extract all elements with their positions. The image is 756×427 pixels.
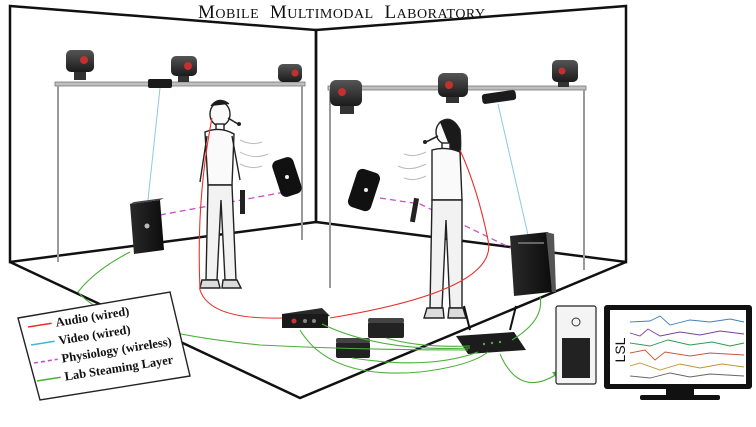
camera-icon <box>66 50 94 80</box>
legend: Audio (wired) Video (wired) Physiology (… <box>17 291 191 401</box>
pc-tower-icon <box>130 198 164 254</box>
converter-box-icon <box>336 338 370 358</box>
speaker-icon <box>272 157 302 197</box>
pc-tower-icon <box>555 305 597 385</box>
monitor-label: LSL <box>612 337 628 362</box>
person-icon <box>423 118 467 319</box>
sensor-bar-right <box>409 197 420 223</box>
video-cables <box>147 87 529 236</box>
camera-icon <box>330 80 362 114</box>
headset-mic-left <box>227 117 239 125</box>
camera-icon <box>438 73 468 103</box>
pc-tower-icon <box>510 232 556 296</box>
monitor-icon: LSL <box>604 305 752 400</box>
camera-icon <box>278 64 302 82</box>
converter-box-icon <box>368 318 404 338</box>
camera-icon <box>552 60 578 87</box>
headset-mic-right <box>425 135 439 143</box>
person-icon <box>199 99 243 289</box>
speaker-icon <box>347 168 381 212</box>
lsl-signal-traces <box>629 315 745 379</box>
router-icon <box>456 305 526 354</box>
lsl-connections <box>77 251 562 384</box>
speech-waves <box>239 139 427 181</box>
camera-icon <box>171 56 197 82</box>
sensor-bar-left <box>240 190 245 214</box>
audio-cables <box>198 117 490 319</box>
audio-interface-icon <box>282 308 330 328</box>
camera-rig-left <box>54 79 306 262</box>
